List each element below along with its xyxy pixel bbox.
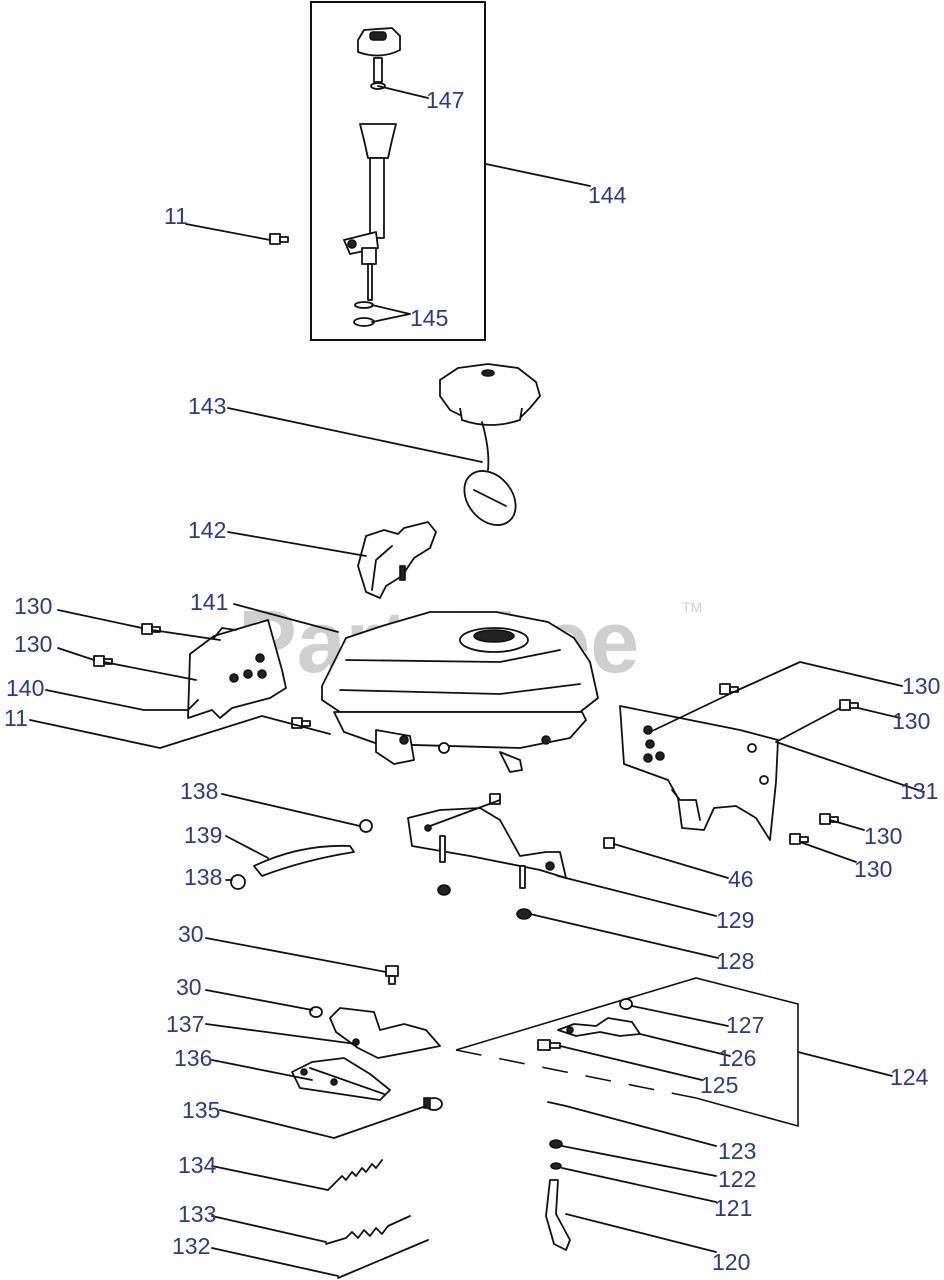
callout-145[interactable]: 145 [410,305,448,331]
clamp-138-lower[interactable] [230,874,246,890]
callout-labels: 147 144 11 145 143 142 141 130 130 140 1… [4,87,940,1275]
watermark-trademark: TM [682,599,702,615]
callout-124[interactable]: 124 [890,1064,929,1090]
callout-125[interactable]: 125 [700,1072,738,1098]
bracket-142[interactable] [357,521,437,599]
callout-11-lower[interactable]: 11 [4,705,28,731]
callout-135[interactable]: 135 [182,1097,220,1123]
callout-30-upper[interactable]: 30 [178,921,204,947]
callout-30-lower[interactable]: 30 [176,974,202,1000]
callout-130-e[interactable]: 130 [864,823,902,849]
spring-134[interactable] [327,1159,383,1191]
callout-130-b[interactable]: 130 [14,631,52,657]
bolt-130-f[interactable] [789,833,809,845]
hose-139[interactable] [253,844,355,877]
washer-122[interactable] [549,1139,563,1149]
callout-122[interactable]: 122 [718,1166,756,1192]
fuel-cap[interactable] [439,363,541,535]
callout-136[interactable]: 136 [174,1045,212,1071]
callout-127[interactable]: 127 [726,1012,764,1038]
bolt-130-e[interactable] [819,813,839,825]
bracket-129[interactable] [407,807,567,889]
callout-147[interactable]: 147 [426,87,464,113]
choke-kit-box [455,977,799,1128]
callout-141[interactable]: 141 [190,589,228,615]
callout-144[interactable]: 144 [588,182,627,208]
shield-131[interactable] [619,705,779,841]
callout-130-a[interactable]: 130 [14,593,52,619]
pin-123[interactable] [547,1101,567,1107]
callout-133[interactable]: 133 [178,1201,216,1227]
dipstick-assembly[interactable] [343,27,401,327]
dipstick-kit-box [310,1,486,341]
screw-30-upper[interactable] [385,965,399,985]
choke-lever-120[interactable] [545,1179,571,1251]
callout-121[interactable]: 121 [714,1195,752,1221]
callout-120[interactable]: 120 [712,1249,750,1275]
callout-139[interactable]: 139 [184,822,222,848]
bolt-130-c[interactable] [719,683,739,695]
rod-132[interactable] [337,1239,429,1279]
nut-128[interactable] [516,908,532,920]
callout-130-c[interactable]: 130 [902,673,940,699]
bolt-46[interactable] [603,837,615,849]
bolt-130-d[interactable] [839,699,859,711]
callout-134[interactable]: 134 [178,1152,217,1178]
nut-129-underside[interactable] [437,884,451,896]
lever-137[interactable] [329,1007,441,1059]
callout-142[interactable]: 142 [188,517,226,543]
bolt-125[interactable] [537,1039,561,1051]
screw-30-lower[interactable] [309,1006,323,1018]
bolt-130-a[interactable] [141,623,161,635]
bolt-11-lower[interactable] [291,717,311,729]
callout-138-lower[interactable]: 138 [184,864,222,890]
washer-121[interactable] [550,1162,562,1170]
callout-138-upper[interactable]: 138 [180,778,218,804]
callout-46[interactable]: 46 [728,866,754,892]
lever-126[interactable] [557,1017,641,1037]
callout-128[interactable]: 128 [716,948,754,974]
callout-130-f[interactable]: 130 [854,856,892,882]
panel-140[interactable] [187,619,287,719]
callout-123[interactable]: 123 [718,1138,756,1164]
callout-143[interactable]: 143 [188,393,226,419]
bolt-130-b[interactable] [93,655,113,667]
callout-131[interactable]: 131 [900,778,938,804]
clamp-138-upper[interactable] [359,819,373,833]
control-plate-136[interactable] [291,1057,391,1101]
callout-126[interactable]: 126 [718,1045,756,1071]
callout-11-upper[interactable]: 11 [164,203,188,229]
callout-132[interactable]: 132 [172,1233,210,1259]
callout-137[interactable]: 137 [166,1011,204,1037]
bolt-46-left[interactable] [489,793,501,805]
callout-130-d[interactable]: 130 [892,708,930,734]
nut-127[interactable] [619,998,633,1010]
fuel-tank[interactable] [321,611,599,773]
callout-129[interactable]: 129 [716,907,754,933]
bolt-11-upper[interactable] [269,233,289,245]
leader-lines [29,85,925,1277]
knob-135[interactable] [423,1097,443,1111]
callout-140[interactable]: 140 [6,675,44,701]
spring-133[interactable] [325,1215,411,1245]
